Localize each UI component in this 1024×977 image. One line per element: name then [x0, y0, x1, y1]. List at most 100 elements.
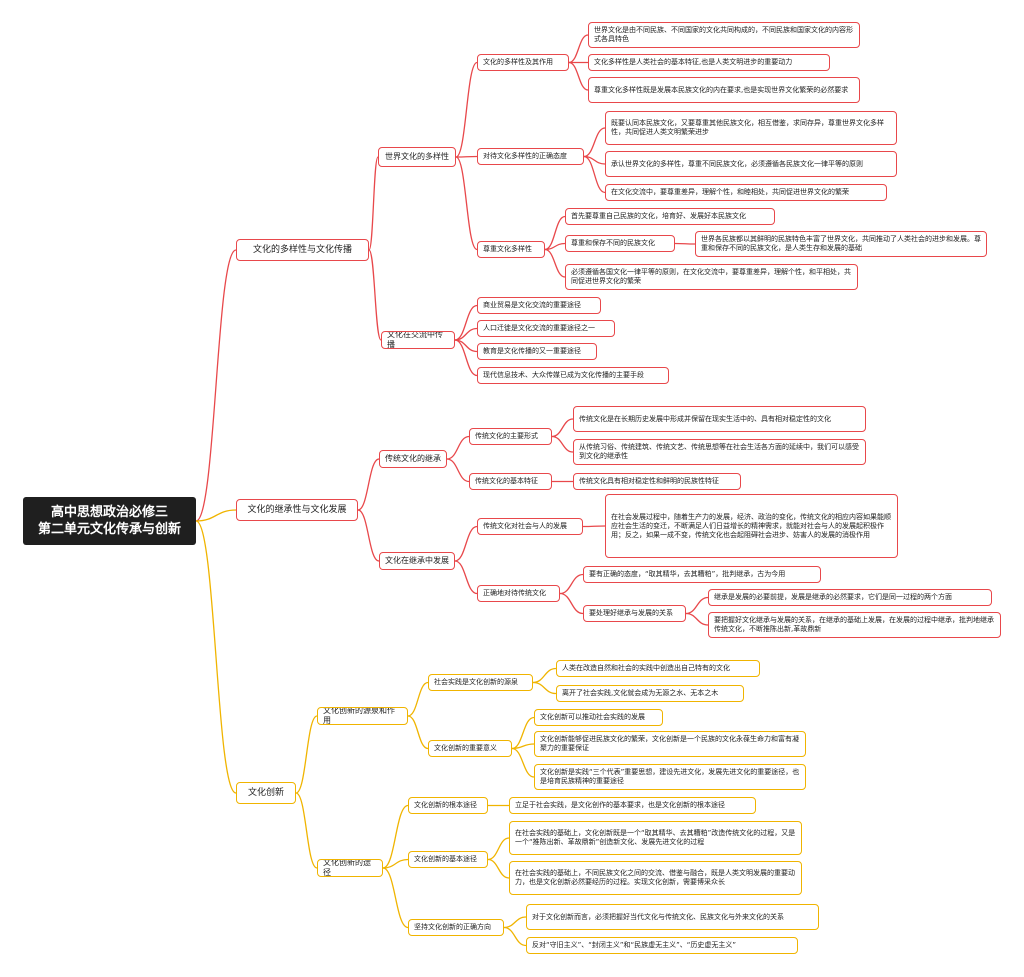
leaf-traditional-feature: 传统文化具有相对稳定性和鲜明的民族性特征 [573, 473, 741, 490]
root-topic: 高中思想政治必修三 第二单元文化传承与创新 [23, 497, 196, 545]
connector-n-b3-src-n-b3-mean [407, 715, 429, 750]
connector-n-b1-res-1-n-b1-res-sub [674, 242, 696, 245]
leaf-attitude-recognize: 既要认同本民族文化，又要尊重其他民族文化，相互借鉴，求同存异，尊重世界文化多样性… [605, 111, 897, 145]
connector-n-b3-mean-n-b3-mean-2 [511, 747, 535, 778]
connector-n-b1-n-b1-world [368, 156, 379, 251]
leaf-practice-without: 离开了社会实践,文化就会成为无源之水、无本之木 [556, 685, 744, 702]
root-title-line2: 第二单元文化传承与创新 [37, 522, 181, 537]
leaf-respect-own-culture: 首先要尊重自己民族的文化，培育好、发展好本民族文化 [565, 208, 775, 225]
leaf-diversity-basic-feature: 文化多样性是人类社会的基本特征,也是人类文明进步的重要动力 [588, 54, 830, 71]
connector-n-b2-in-n-b2-forms [446, 435, 470, 460]
leaf-traditional-continuation: 从传统习俗、传统建筑、传统文艺、传统思想等在社会生活各方面的延续中，我们可以感受… [573, 439, 866, 465]
connector-n-b2-n-b2-dev [357, 509, 380, 562]
leaf-basic-path-reform: 在社会实践的基础上，文化创新既是一个“取其精华、去其糟粕”改造传统文化的过程，又… [509, 821, 802, 855]
branch-inheritance-development: 文化的继承性与文化发展 [236, 499, 358, 521]
leaf-relation-grasp: 要把握好文化继承与发展的关系，在继承的基础上发展，在发展的过程中继承，批判地继承… [708, 612, 1001, 638]
topic-traditional-inheritance: 传统文化的继承 [379, 450, 447, 468]
connector-n-b1-forms-n-b1-forms-0 [568, 34, 589, 64]
leaf-basic-path-exchange: 在社会实践的基础上，不同民族文化之间的交流、借鉴与融合，既是人类文明发展的重要动… [509, 861, 802, 895]
connector-n-b1-ex-n-b1-ex-0 [454, 304, 478, 341]
connector-n-b3-src-n-b3-prac [407, 681, 429, 717]
leaf-respect-preserve-detail: 世界各民族都以其鲜明的民族特色丰富了世界文化，共同推动了人类社会的进步和发展。尊… [695, 231, 987, 257]
connector-n-b2-treat-n-b2-rel [559, 592, 584, 615]
connector-n-b3-path-n-b3-root [382, 804, 409, 869]
topic-basic-path: 文化创新的基本途径 [408, 851, 488, 868]
connector-n-b1-world-n-b1-forms [455, 61, 478, 158]
leaf-direction-oppose: 反对“守旧主义”、“封闭主义”和“民族虚无主义”、“历史虚无主义” [526, 937, 798, 954]
topic-innovation-meaning: 文化创新的重要意义 [428, 740, 512, 757]
topic-diversity-and-role: 文化的多样性及其作用 [477, 54, 569, 71]
connector-n-b1-res-n-b1-res-0 [544, 215, 566, 251]
leaf-fundamental-path: 立足于社会实践，是文化创作的基本要求，也是文化创新的根本途径 [509, 797, 756, 814]
connector-n-b3-prac-n-b3-prac-1 [532, 681, 557, 695]
connector-n-b3-path-n-b3-basic [382, 858, 409, 869]
topic-treat-traditional: 正确地对待传统文化 [477, 585, 560, 602]
connector-n-b2-in-n-b2-feat [446, 458, 470, 483]
connector-n-root-n-b3 [195, 520, 237, 794]
leaf-traditional-role-detail: 在社会发展过程中，随着生产力的发展，经济、政治的变化，传统文化的相应内容如果能顺… [605, 494, 898, 558]
connector-n-b3-dir-n-b3-dir-0 [503, 916, 527, 929]
connector-n-b1-ex-n-b1-ex-3 [454, 339, 478, 377]
leaf-respect-diversity-requirement: 尊重文化多样性既是发展本民族文化的内在要求,也是实现世界文化繁荣的必然要求 [588, 77, 860, 103]
connector-n-b1-forms-n-b1-forms-2 [568, 61, 589, 91]
connector-n-b2-treat-n-b2-treat-0 [559, 573, 584, 595]
leaf-respect-equal-principle: 必须遵循各国文化一律平等的原则，在文化交流中，要尊重差异，理解个性，和平相处，共… [565, 264, 858, 290]
topic-traditional-forms: 传统文化的主要形式 [469, 428, 552, 445]
topic-inherit-develop-relation: 要处理好继承与发展的关系 [583, 605, 686, 622]
leaf-meaning-three-represents: 文化创新是实践“三个代表”重要思想，建设先进文化，发展先进文化的重要途径，也是培… [534, 764, 806, 790]
leaf-practice-create: 人类在改造自然和社会的实践中创造出自己特有的文化 [556, 660, 760, 677]
connector-n-b1-world-n-b1-res [455, 156, 478, 251]
connector-n-b3-dir-n-b3-dir-1 [503, 926, 527, 947]
leaf-correct-stance: 要有正确的态度，“取其精华，去其糟粕”，批判继承，古为今用 [583, 566, 821, 583]
connector-n-b3-n-b3-src [295, 715, 318, 794]
connector-n-b3-mean-n-b3-mean-0 [511, 716, 535, 750]
leaf-meaning-promote: 文化创新可以推动社会实践的发展 [534, 709, 663, 726]
connector-n-b1-res-n-b1-res-2 [544, 248, 566, 278]
topic-world-culture-diversity: 世界文化的多样性 [378, 147, 456, 167]
leaf-migration: 人口迁徙是文化交流的重要途径之一 [477, 320, 615, 337]
topic-culture-exchange: 文化在交流中传播 [381, 331, 455, 349]
topic-develop-in-inheritance: 文化在继承中发展 [379, 552, 455, 570]
connector-n-b2-rel-n-b2-rel-0 [685, 596, 709, 615]
branch-diversity-communication: 文化的多样性与文化传播 [236, 239, 369, 261]
leaf-attitude-exchange: 在文化交流中，要尊重差异，理解个性，和睦相处，共同促进世界文化的繁荣 [605, 184, 887, 201]
connector-n-b3-basic-n-b3-basic-1 [487, 858, 510, 879]
leaf-diversity-composition: 世界文化是由不同民族、不同国家的文化共同构成的，不同民族和国家文化的内容形式各具… [588, 22, 860, 48]
topic-innovation-source: 文化创新的源泉和作用 [317, 707, 408, 725]
connector-n-b2-forms-n-b2-forms-1 [551, 435, 574, 453]
connector-n-b3-mean-n-b3-mean-1 [511, 743, 535, 750]
leaf-attitude-equality: 承认世界文化的多样性，尊重不同民族文化，必须遵循各民族文化一律平等的原则 [605, 151, 897, 177]
leaf-respect-preserve: 尊重和保存不同的民族文化 [565, 235, 675, 252]
connector-n-b2-forms-n-b2-forms-0 [551, 418, 574, 438]
leaf-education: 教育是文化传播的又一重要途径 [477, 343, 597, 360]
branch-cultural-innovation: 文化创新 [236, 782, 296, 804]
connector-n-b2-role-n-b2-role-0 [582, 525, 606, 528]
leaf-trade: 商业贸易是文化交流的重要途径 [477, 297, 601, 314]
leaf-traditional-definition: 传统文化是在长期历史发展中形成并保留在现实生活中的、具有相对稳定性的文化 [573, 406, 866, 432]
leaf-direction-relations: 对于文化创新而言，必须把握好当代文化与传统文化、民族文化与外来文化的关系 [526, 904, 819, 930]
connector-n-root-n-b2 [195, 509, 237, 522]
connector-n-b1-world-n-b1-att [455, 155, 478, 158]
topic-fundamental-path: 文化创新的根本途径 [408, 797, 488, 814]
connector-n-b2-dev-n-b2-role [454, 525, 478, 562]
topic-respect-diversity: 尊重文化多样性 [477, 241, 545, 258]
connector-n-b1-att-n-b1-att-2 [583, 155, 606, 194]
connector-n-b3-basic-n-b3-basic-0 [487, 837, 510, 861]
connector-n-b3-n-b3-path [295, 792, 318, 869]
connector-n-b3-prac-n-b3-prac-0 [532, 667, 557, 684]
connector-n-b3-path-n-b3-dir [382, 867, 409, 929]
topic-innovation-path: 文化创新的途径 [317, 859, 383, 877]
connector-n-b2-dev-n-b2-treat [454, 560, 478, 595]
connector-n-b1-res-n-b1-res-1 [544, 242, 566, 251]
connector-n-b2-rel-n-b2-rel-1 [685, 612, 709, 626]
leaf-relation-premise: 继承是发展的必要前提，发展是继承的必然要求，它们是同一过程的两个方面 [708, 589, 992, 606]
topic-correct-attitude: 对待文化多样性的正确态度 [477, 148, 584, 165]
connector-n-b1-n-b1-ex [368, 249, 382, 341]
connector-n-b2-n-b2-in [357, 458, 380, 511]
connector-n-b1-att-n-b1-att-0 [583, 127, 606, 158]
leaf-meaning-prosperity: 文化创新能够促进民族文化的繁荣，文化创新是一个民族的文化永葆生命力和富有凝聚力的… [534, 731, 806, 757]
root-title-line1: 高中思想政治必修三 [50, 505, 168, 520]
topic-traditional-role: 传统文化对社会与人的发展 [477, 518, 583, 535]
connector-n-root-n-b1 [195, 249, 237, 522]
